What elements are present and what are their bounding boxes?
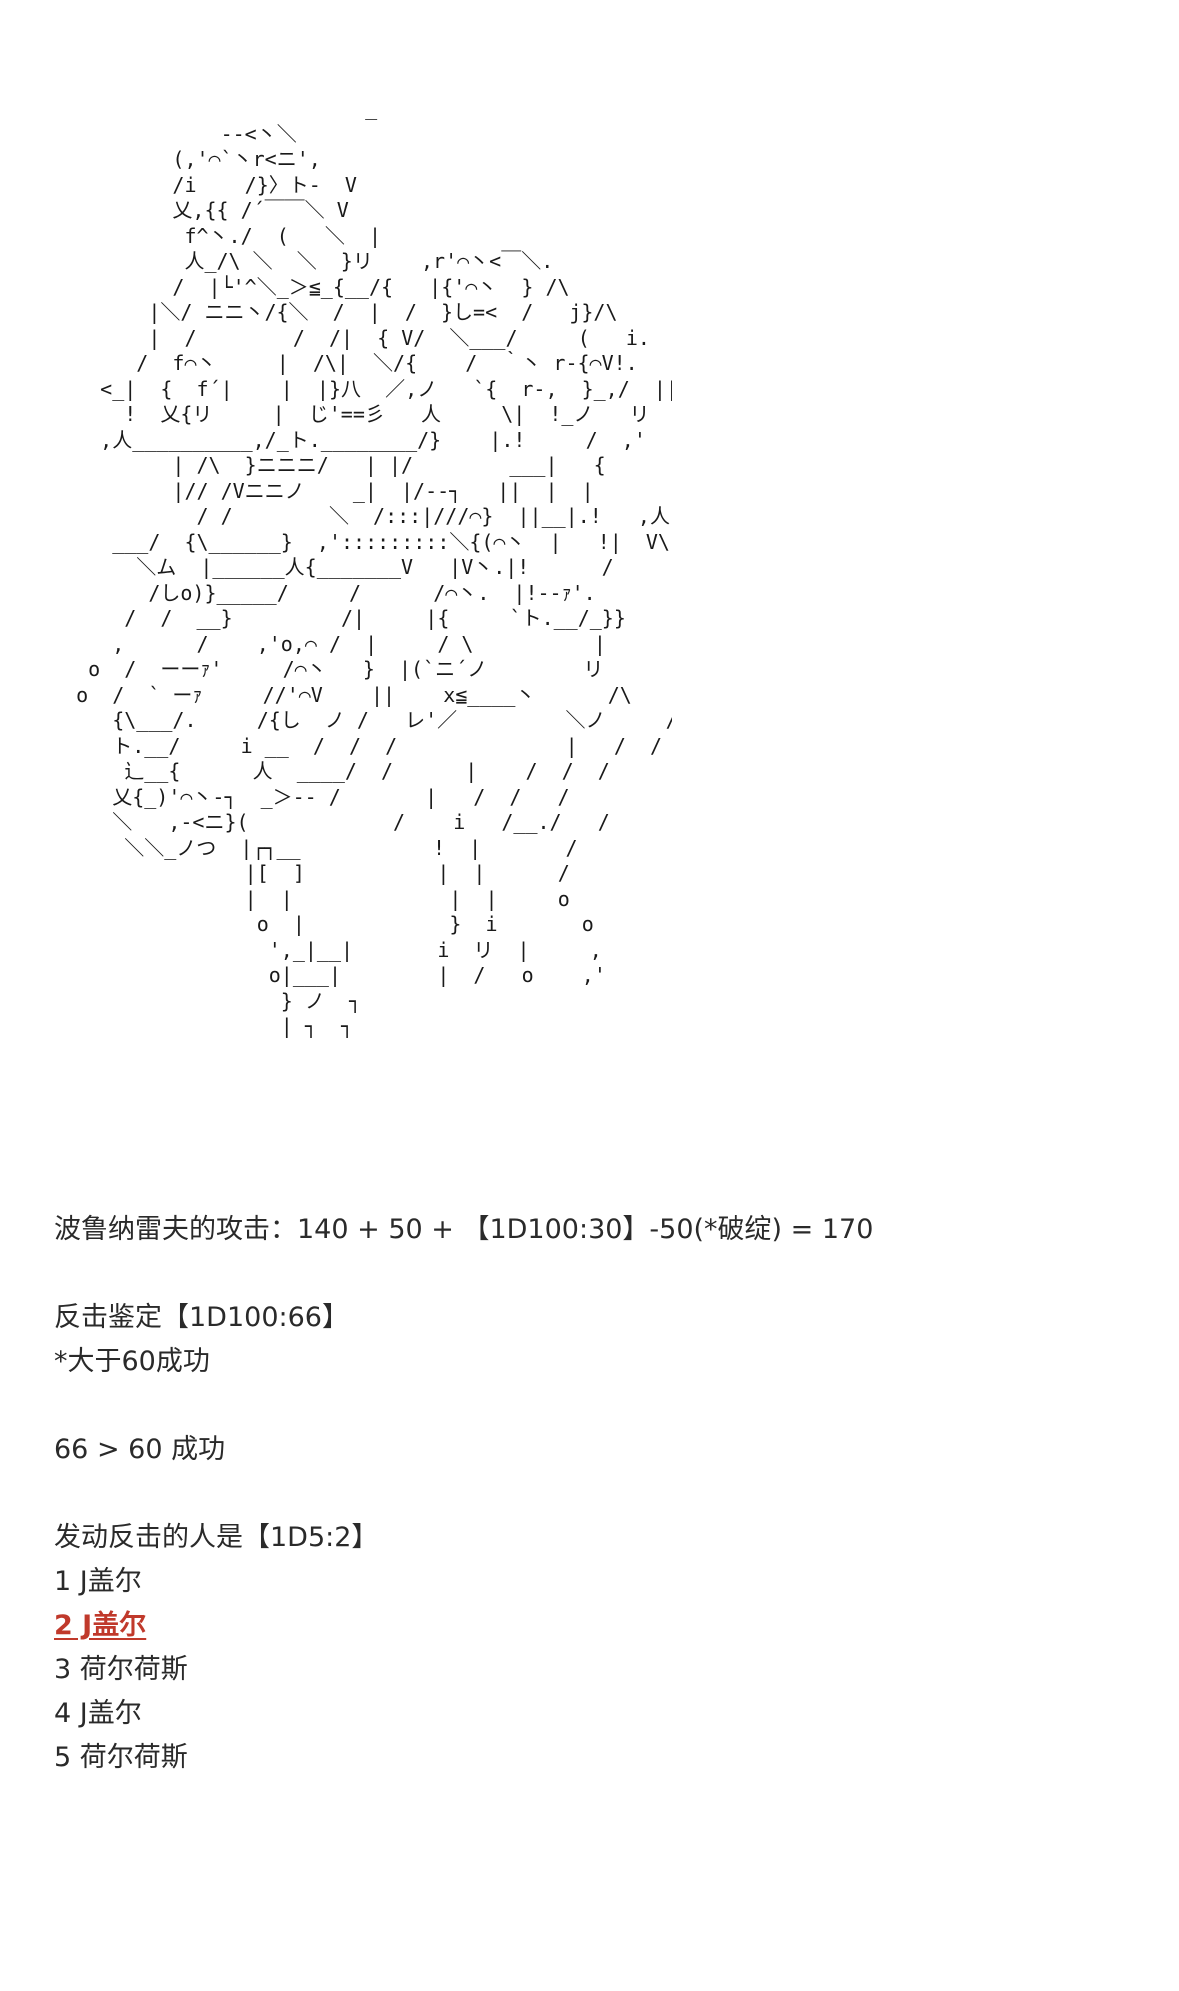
option-item: 5 荷尔荷斯 — [54, 1742, 188, 1773]
counter-who-line: 发动反击的人是【1D5:2】 — [54, 1522, 379, 1553]
spacer — [54, 1384, 1134, 1428]
spacer — [54, 1472, 1134, 1516]
dice-roll-text: 波鲁纳雷夫的攻击：140 + 50 + 【1D100:30】-50(*破绽) =… — [54, 1208, 1134, 1780]
ascii-art-illustration: _ --<丶＼ (,'⌒`丶r<ニ', /i /}〉ト- V 乂,{{ /´￣￣… — [76, 96, 672, 1038]
option-item: 1 J盖尔 — [54, 1566, 142, 1597]
counter-result-line: 66 > 60 成功 — [54, 1434, 226, 1465]
counter-check-line: 反击鉴定【1D100:66】 — [54, 1302, 349, 1333]
option-item: 3 荷尔荷斯 — [54, 1654, 188, 1685]
option-item: 4 J盖尔 — [54, 1698, 142, 1729]
spacer — [54, 1252, 1134, 1296]
counter-rule-line: *大于60成功 — [54, 1346, 210, 1377]
attack-roll-line: 波鲁纳雷夫的攻击：140 + 50 + 【1D100:30】-50(*破绽) =… — [54, 1214, 874, 1245]
option-item-selected: 2 J盖尔 — [54, 1610, 147, 1641]
